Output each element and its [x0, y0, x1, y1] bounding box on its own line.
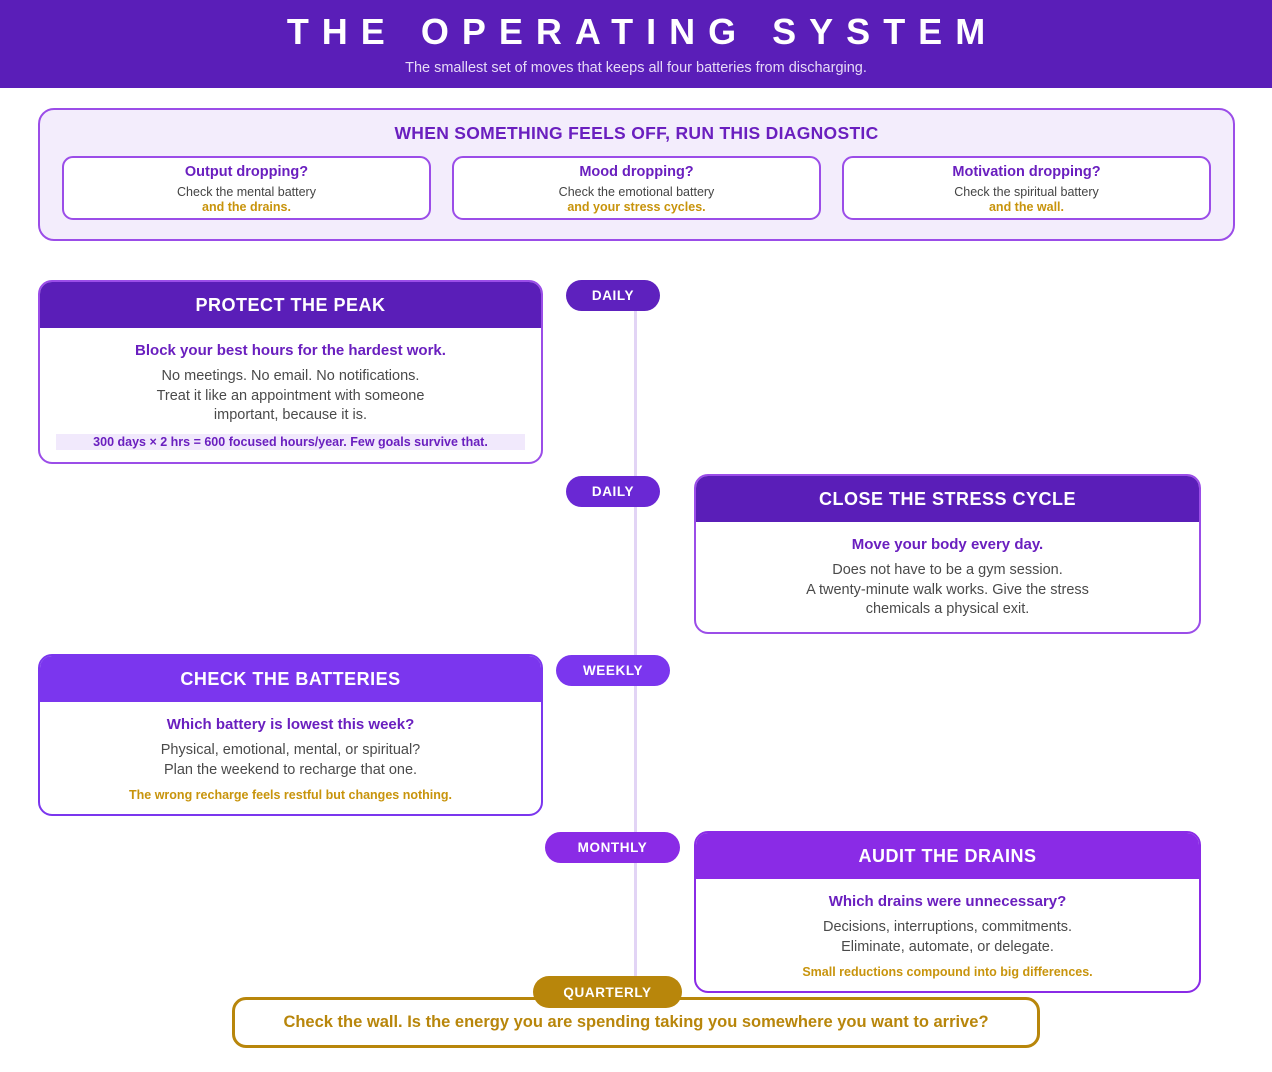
step-card-line: Physical, emotional, mental, or spiritua… — [160, 742, 421, 758]
quarterly-banner-text: Check the wall. Is the energy you are sp… — [283, 1013, 989, 1031]
step-card-header: CHECK THE BATTERIES — [40, 656, 541, 702]
step-card-line: Treat it like an appointment with someon… — [156, 387, 425, 404]
timeline-pill-daily-1[interactable]: DAILY — [566, 280, 660, 311]
step-card-audit-the-drains[interactable]: AUDIT THE DRAINS Which drains were unnec… — [694, 831, 1201, 994]
diagnostic-card-title: Output dropping? — [184, 164, 309, 181]
step-card-line: No meetings. No email. No notifications. — [161, 368, 420, 384]
step-card-header: PROTECT THE PEAK — [40, 282, 541, 328]
step-card-header: AUDIT THE DRAINS — [696, 833, 1199, 879]
diagnostic-card-text: Check the spiritual battery — [954, 185, 1099, 200]
step-card-body: Which drains were unnecessary? Decisions… — [696, 879, 1199, 991]
step-card-lead: Move your body every day. — [851, 536, 1044, 553]
diagnostic-card-title: Motivation dropping? — [952, 164, 1101, 181]
timeline-connector-line — [634, 300, 637, 1000]
diagnostic-title: WHEN SOMETHING FEELS OFF, RUN THIS DIAGN… — [394, 123, 879, 143]
diagnostic-card-text: Check the emotional battery — [558, 185, 715, 200]
step-card-lead: Block your best hours for the hardest wo… — [135, 342, 446, 359]
step-card-line: Eliminate, automate, or delegate. — [841, 938, 1054, 955]
diagnostic-card-text: Check the mental battery — [177, 185, 316, 200]
diagnostic-card-list: Output dropping? Check the mental batter… — [40, 144, 1233, 220]
timeline-pill-quarterly[interactable]: QUARTERLY — [533, 976, 682, 1008]
diagnostic-card-mood[interactable]: Mood dropping? Check the emotional batte… — [452, 156, 821, 220]
diagnostic-card-motivation[interactable]: Motivation dropping? Check the spiritual… — [842, 156, 1211, 220]
step-card-note: 300 days × 2 hrs = 600 focused hours/yea… — [56, 434, 525, 451]
diagnostic-card-body: Check the spiritual battery and the wall… — [954, 185, 1099, 214]
timeline-pill-weekly[interactable]: WEEKLY — [556, 655, 670, 686]
diagnostic-card-body: Check the mental battery and the drains. — [177, 185, 316, 214]
diagnostic-card-title: Mood dropping? — [579, 164, 694, 181]
step-card-body: Move your body every day. Does not have … — [696, 522, 1199, 632]
page-subtitle: The smallest set of moves that keeps all… — [405, 59, 867, 76]
diagnostic-card-accent: and the drains. — [202, 199, 291, 214]
page-title: THE OPERATING SYSTEM — [286, 11, 999, 53]
step-card-body: Block your best hours for the hardest wo… — [40, 328, 541, 462]
diagnostic-card-accent: and the wall. — [988, 199, 1064, 214]
step-card-line: chemicals a physical exit. — [865, 601, 1030, 618]
step-card-line: Decisions, interruptions, commitments. — [823, 919, 1072, 935]
step-card-line: A twenty-minute walk works. Give the str… — [806, 581, 1089, 598]
diagnostic-card-body: Check the emotional battery and your str… — [559, 185, 715, 214]
step-card-line: Plan the weekend to recharge that one. — [163, 761, 418, 778]
timeline-pill-monthly[interactable]: MONTHLY — [545, 832, 680, 863]
step-card-check-the-batteries[interactable]: CHECK THE BATTERIES Which battery is low… — [38, 654, 543, 817]
diagnostic-panel: WHEN SOMETHING FEELS OFF, RUN THIS DIAGN… — [38, 108, 1235, 241]
diagnostic-card-output[interactable]: Output dropping? Check the mental batter… — [62, 156, 431, 220]
step-card-lead: Which battery is lowest this week? — [166, 716, 415, 733]
timeline-pill-daily-2[interactable]: DAILY — [566, 476, 660, 507]
step-card-protect-the-peak[interactable]: PROTECT THE PEAK Block your best hours f… — [38, 280, 543, 465]
step-card-line: Does not have to be a gym session. — [832, 562, 1063, 578]
step-card-note: The wrong recharge feels restful but cha… — [129, 788, 452, 803]
step-card-header: CLOSE THE STRESS CYCLE — [696, 476, 1199, 522]
step-card-lead: Which drains were unnecessary? — [828, 893, 1067, 910]
step-card-note: Small reductions compound into big diffe… — [802, 965, 1093, 980]
step-card-close-the-stress-cycle[interactable]: CLOSE THE STRESS CYCLE Move your body ev… — [694, 474, 1201, 635]
diagnostic-card-accent: and your stress cycles. — [567, 199, 706, 214]
step-card-line: important, because it is. — [213, 407, 368, 424]
page-header: THE OPERATING SYSTEM The smallest set of… — [0, 0, 1272, 88]
step-card-body: Which battery is lowest this week? Physi… — [40, 702, 541, 814]
